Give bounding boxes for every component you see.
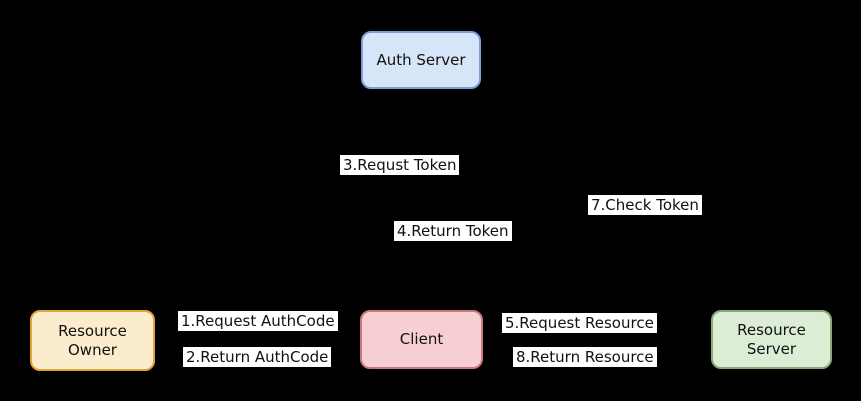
edge-label-step-7-check-token: 7.Check Token [588,195,702,215]
node-resource-server-label-line2: Server [746,339,797,358]
node-resource-server: Resource Server [711,310,832,369]
node-auth-server-label: Auth Server [376,50,466,69]
edge-label-step-2-return-authcode: 2.Return AuthCode [183,347,332,367]
node-client-label: Client [399,330,444,349]
node-resource-server-label-line1: Resource [737,320,806,339]
node-resource-owner-label-line2: Owner [68,340,117,359]
node-auth-server: Auth Server [361,31,481,89]
edge-label-step-8-return-resource: 8.Return Resource [513,347,657,367]
node-client: Client [360,310,483,369]
node-resource-owner-label-line1: Resource [58,321,127,340]
edge-label-step-5-request-resource: 5.Request Resource [502,313,657,333]
node-resource-owner: Resource Owner [30,310,155,371]
edge-label-step-1-request-authcode: 1.Request AuthCode [178,311,338,331]
edge-label-step-3-request-token: 3.Requst Token [340,155,460,175]
edge-label-step-4-return-token: 4.Return Token [394,221,512,241]
